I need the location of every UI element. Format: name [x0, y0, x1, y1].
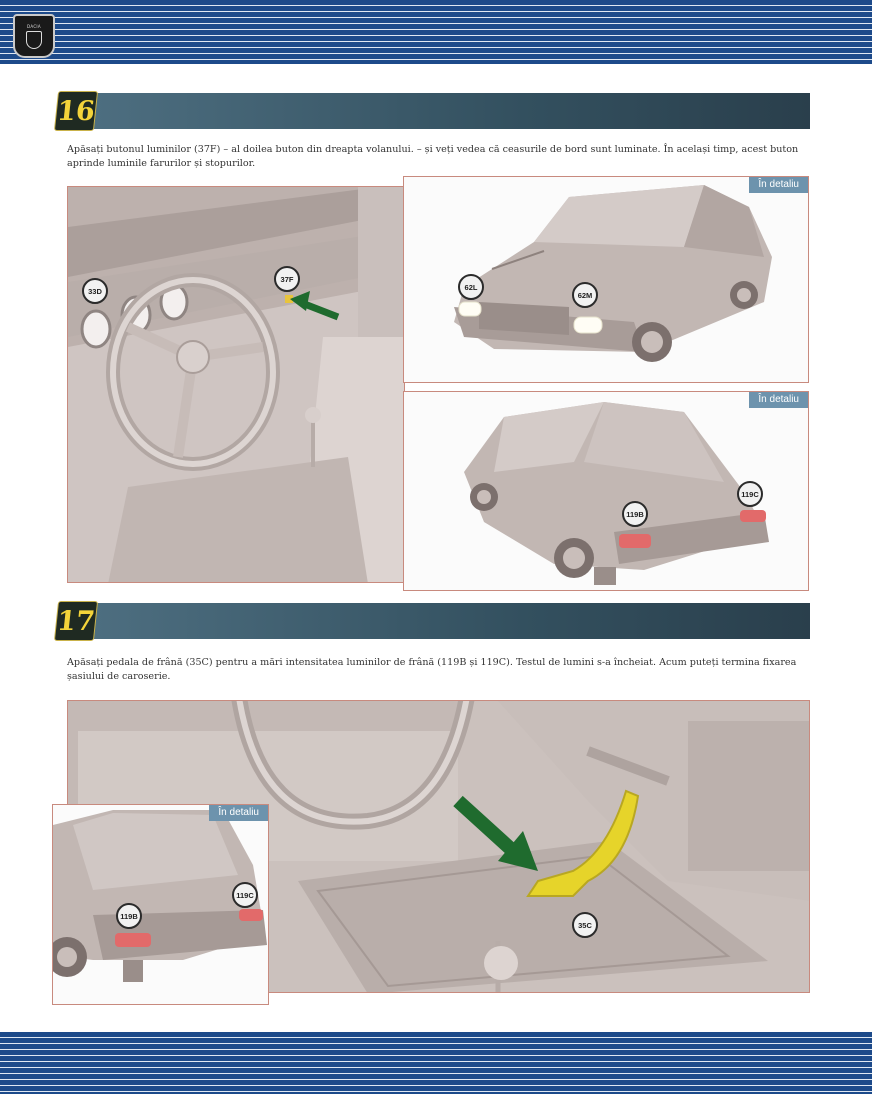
logo-text: DACIA: [27, 23, 41, 29]
detail-tab: În detaliu: [749, 392, 808, 408]
detail-tab: În detaliu: [749, 177, 808, 193]
step-number: 16: [53, 91, 99, 131]
callout-35c: 35C: [572, 912, 598, 938]
step-16-instructions: Apăsați butonul luminilor (37F) – al doi…: [67, 144, 799, 169]
callout-33d: 33D: [82, 278, 108, 304]
callout-119b: 119B: [622, 501, 648, 527]
callout-119c: 119C: [737, 481, 763, 507]
callout-62m: 62M: [572, 282, 598, 308]
callout-62l: 62L: [458, 274, 484, 300]
rear-inset-image: În detaliu 119B 119C: [52, 804, 269, 1005]
footer-band: [0, 1032, 872, 1094]
detail-tab: În detaliu: [209, 805, 268, 821]
step-17-instructions: Apăsați pedala de frână (35C) pentru a m…: [67, 657, 797, 682]
callout-37f: 37F: [274, 266, 300, 292]
dashboard-image: 33D 37F: [67, 186, 405, 583]
header-band: DACIA: [0, 0, 872, 64]
rear-detail-image: În detaliu 119B 119C: [403, 391, 809, 591]
callout-119b: 119B: [116, 903, 142, 929]
shield-icon: [26, 30, 42, 49]
step-16-header: 16: [53, 91, 810, 131]
step-17-header: 17: [53, 601, 810, 641]
step-bar: [92, 93, 810, 129]
front-detail-image: În detaliu 62L 62M: [403, 176, 809, 383]
callout-119c: 119C: [232, 882, 258, 908]
brand-logo: DACIA: [13, 14, 55, 58]
step-number: 17: [53, 601, 99, 641]
step-bar: [92, 603, 810, 639]
